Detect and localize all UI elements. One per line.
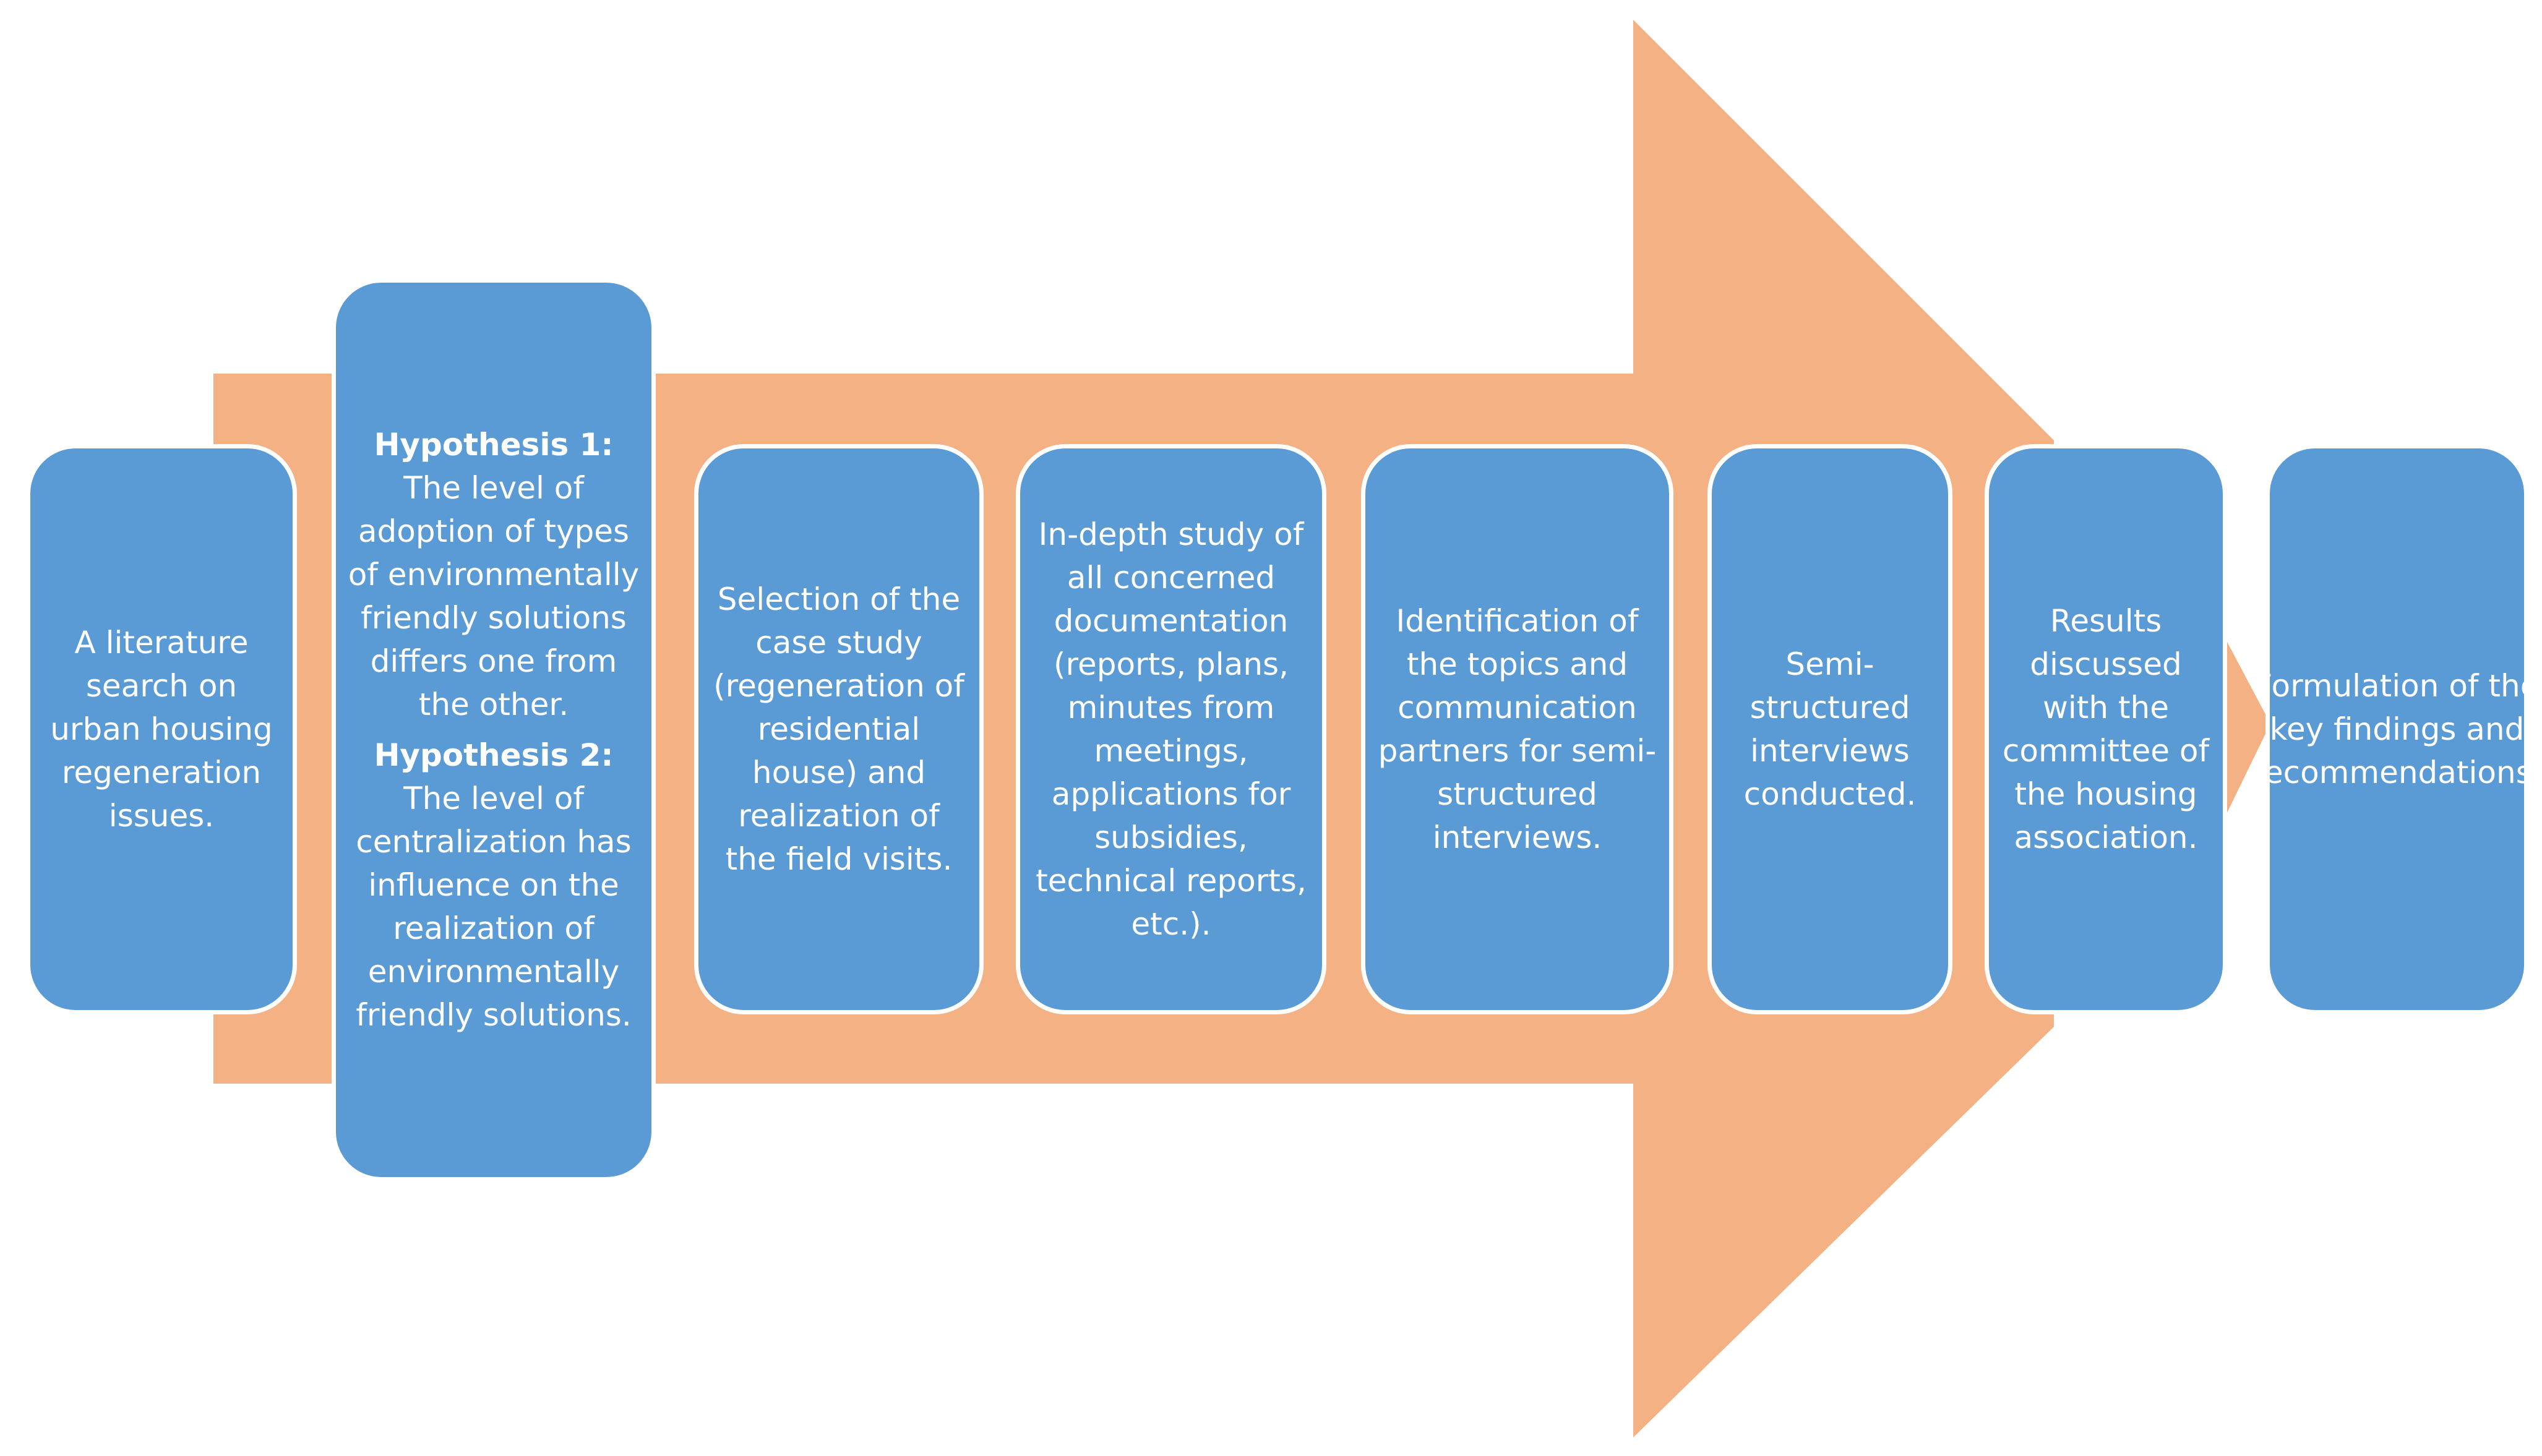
hypothesis-2-title: Hypothesis 2: bbox=[374, 737, 614, 773]
step-literature-search: A literature search on urban housing reg… bbox=[26, 444, 297, 1014]
step-text: Semi-structured interviews conducted. bbox=[1743, 646, 1917, 812]
small-connector-arrow bbox=[2215, 619, 2270, 838]
step-text: Formulation of the key findings and reco… bbox=[2252, 668, 2542, 790]
step-case-study-selection: Selection of the case study (regeneratio… bbox=[694, 444, 984, 1014]
step-text: Identification of the topics and communi… bbox=[1378, 603, 1657, 855]
step-hypotheses: Hypothesis 1: The level of adoption of t… bbox=[332, 278, 656, 1181]
step-text: A literature search on urban housing reg… bbox=[50, 625, 273, 834]
hypothesis-2-text: The level of centralization has influenc… bbox=[356, 781, 632, 1033]
step-interviews-conducted: Semi-structured interviews conducted. bbox=[1707, 444, 1952, 1014]
step-topic-identification: Identification of the topics and communi… bbox=[1361, 444, 1673, 1014]
hypothesis-1-text: The level of adoption of types of enviro… bbox=[348, 470, 640, 722]
step-documentation-study: In-depth study of all concerned document… bbox=[1016, 444, 1326, 1014]
step-text: In-depth study of all concerned document… bbox=[1036, 516, 1307, 942]
step-text: Results discussed with the committee of … bbox=[2002, 603, 2210, 855]
step-key-findings: Formulation of the key findings and reco… bbox=[2252, 444, 2542, 1014]
step-text: Selection of the case study (regeneratio… bbox=[713, 581, 964, 877]
step-results-discussed: Results discussed with the committee of … bbox=[1985, 444, 2227, 1014]
hypothesis-1-title: Hypothesis 1: bbox=[374, 427, 614, 463]
